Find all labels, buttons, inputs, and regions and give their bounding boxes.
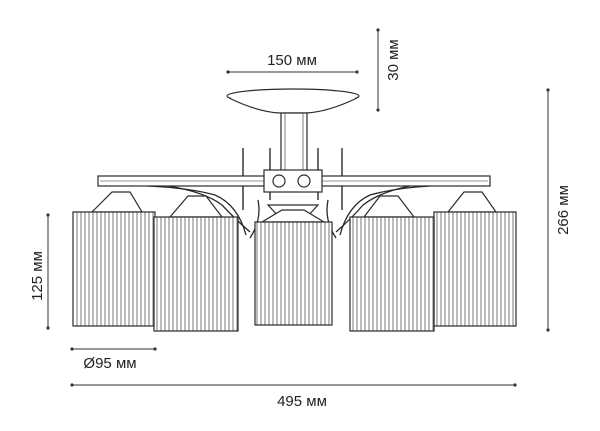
ceiling-canopy — [226, 88, 360, 114]
frame-bar — [97, 169, 491, 193]
shade-middle-left — [153, 195, 239, 332]
label-shade-diameter: Ø95 мм — [83, 355, 136, 372]
label-shade-height: 125 мм — [29, 251, 46, 301]
central-stem — [280, 112, 308, 172]
shade-middle-right — [349, 195, 435, 332]
shade-back-left — [72, 191, 156, 327]
label-mount-height: 30 мм — [385, 39, 402, 80]
label-total-width: 495 мм — [277, 393, 327, 410]
label-total-height: 266 мм — [555, 185, 572, 235]
curved-arms — [147, 185, 431, 239]
label-mount-width: 150 мм — [267, 52, 317, 69]
chandelier — [72, 88, 517, 332]
shade-center — [254, 209, 333, 326]
shade-back-right — [433, 191, 517, 327]
